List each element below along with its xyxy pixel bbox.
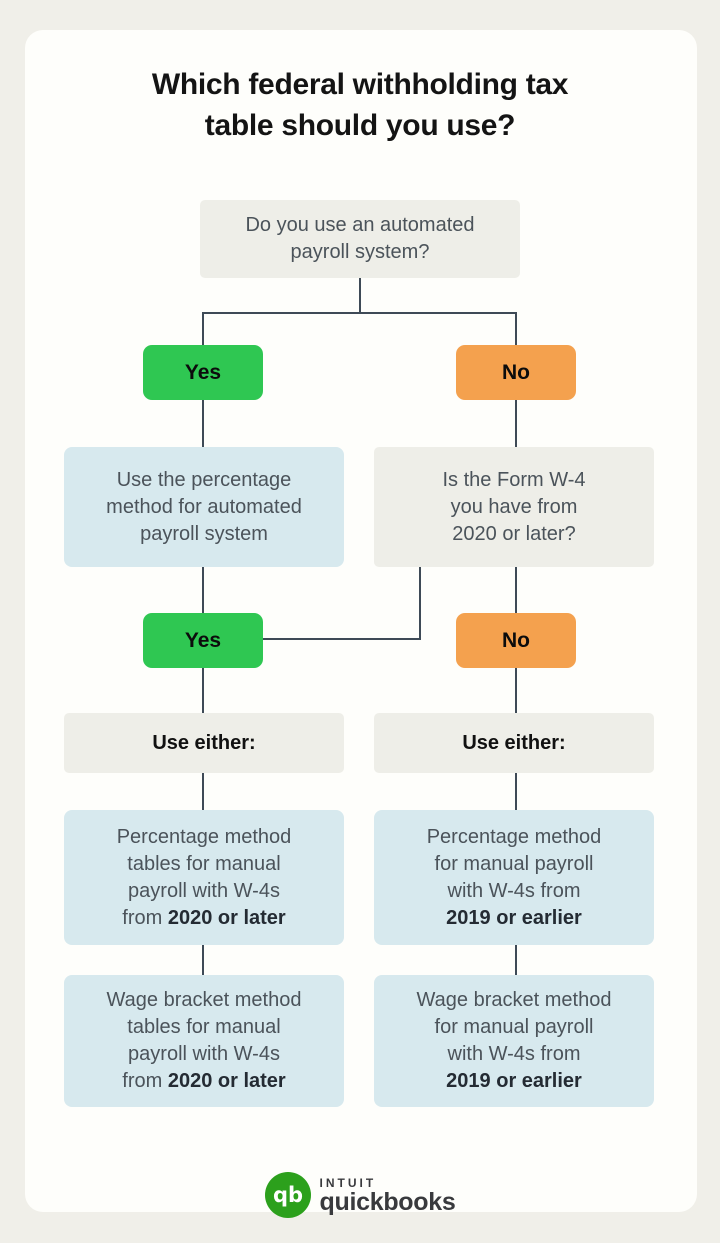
result-automated-percentage-method: Use the percentage method for automated … bbox=[64, 447, 344, 567]
result-line: payroll with W-4s bbox=[128, 1043, 280, 1065]
result-line: tables for manual bbox=[127, 852, 281, 875]
question-line: 2020 or later? bbox=[452, 522, 576, 545]
question-line: you have from bbox=[450, 495, 578, 518]
result-line: Percentage method bbox=[116, 825, 292, 848]
svg-text:qb: qb bbox=[272, 1183, 302, 1207]
result-line: from 2020 or later bbox=[122, 906, 286, 929]
result-line: payroll system bbox=[140, 522, 268, 545]
page-title: Which federal withholding tax table shou… bbox=[0, 64, 720, 146]
connector-pctR-down bbox=[515, 945, 517, 975]
connector-no1-down bbox=[515, 400, 517, 447]
connector-ueR-down bbox=[515, 773, 517, 810]
result-wage-bracket-2020-later: Wage bracket method tables for manual pa… bbox=[64, 975, 344, 1107]
quickbooks-logo-icon: qb bbox=[264, 1172, 311, 1218]
connector-ueL-down bbox=[202, 773, 204, 810]
connector-q1-to-yes bbox=[202, 312, 204, 345]
brand-wordmark: INTUIT quickbooks bbox=[320, 1176, 456, 1215]
use-either-label: Use either: bbox=[462, 731, 566, 754]
connector-w4-to-no2 bbox=[515, 567, 517, 613]
answer-badge-yes-1: Yes bbox=[143, 345, 263, 400]
result-line: Wage bracket method bbox=[416, 989, 612, 1011]
result-line: from 2020 or later bbox=[122, 1070, 286, 1092]
result-wage-bracket-2019-earlier: Wage bracket method for manual payroll w… bbox=[374, 975, 654, 1107]
connector-blue-to-yes2 bbox=[202, 567, 204, 613]
question-line: Is the Form W-4 bbox=[442, 468, 586, 491]
use-either-label: Use either: bbox=[152, 731, 256, 754]
connector-pctL-down bbox=[202, 945, 204, 975]
answer-badge-no-1: No bbox=[456, 345, 576, 400]
connector-q1-branch-bar bbox=[202, 312, 517, 314]
use-either-right: Use either: bbox=[374, 713, 654, 773]
page-title-line1: Which federal withholding tax bbox=[151, 68, 569, 101]
page-title-line2: table should you use? bbox=[204, 109, 516, 142]
result-line: with W-4s from bbox=[447, 879, 581, 902]
result-line: payroll with W-4s bbox=[128, 879, 280, 902]
result-line: tables for manual bbox=[127, 1016, 281, 1038]
connector-yes2-down bbox=[202, 668, 204, 713]
result-line: Percentage method bbox=[426, 825, 602, 848]
connector-q1-stem bbox=[359, 278, 361, 312]
result-percentage-2020-later: Percentage method tables for manual payr… bbox=[64, 810, 344, 945]
answer-badge-no-2: No bbox=[456, 613, 576, 668]
year-emphasis: 2019 or earlier bbox=[446, 906, 582, 929]
question-automated-payroll: Do you use an automated payroll system? bbox=[200, 200, 520, 278]
year-emphasis: 2020 or later bbox=[167, 1070, 286, 1092]
connector-no2-down bbox=[515, 668, 517, 713]
brand-footer: qb INTUIT quickbooks bbox=[0, 1172, 720, 1218]
connector-w4-to-yes2-vert bbox=[419, 567, 421, 640]
connector-yes1-down bbox=[202, 400, 204, 447]
result-line: for manual payroll bbox=[434, 1016, 594, 1038]
result-line: Use the percentage bbox=[116, 468, 292, 491]
question-line: Do you use an automated bbox=[245, 214, 475, 236]
connector-q1-to-no bbox=[515, 312, 517, 345]
result-line: Wage bracket method bbox=[106, 989, 302, 1011]
answer-badge-yes-2: Yes bbox=[143, 613, 263, 668]
brand-intuit-label: INTUIT bbox=[319, 1175, 377, 1190]
result-line: 2019 or earlier bbox=[446, 905, 582, 932]
result-line: method for automated bbox=[106, 495, 302, 518]
year-emphasis: 2019 or earlier bbox=[446, 1070, 582, 1092]
result-line: with W-4s from bbox=[447, 1043, 581, 1065]
result-percentage-2019-earlier: Percentage method for manual payroll wit… bbox=[374, 810, 654, 945]
result-line: 2019 or earlier bbox=[446, 1068, 582, 1095]
question-w4-year: Is the Form W-4 you have from 2020 or la… bbox=[374, 447, 654, 567]
question-line: payroll system? bbox=[290, 241, 430, 263]
year-emphasis: 2020 or later bbox=[167, 906, 286, 929]
connector-w4-to-yes2-horiz bbox=[263, 638, 421, 640]
use-either-left: Use either: bbox=[64, 713, 344, 773]
brand-quickbooks-label: quickbooks bbox=[319, 1187, 456, 1216]
result-line: for manual payroll bbox=[434, 852, 594, 875]
